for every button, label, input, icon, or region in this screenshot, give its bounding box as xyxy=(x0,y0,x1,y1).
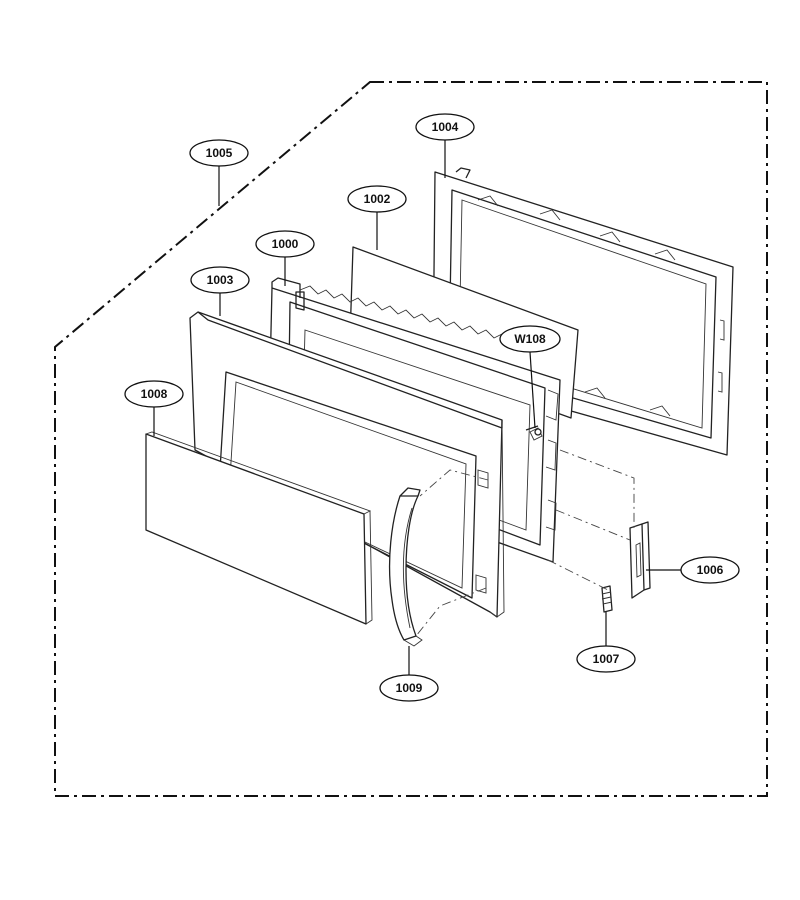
part-1008-glass-panel xyxy=(145,431,373,625)
callout-1004-label: 1004 xyxy=(432,120,459,134)
callout-1006: 1006 xyxy=(680,556,740,584)
callout-1009: 1009 xyxy=(379,674,439,702)
callout-1000-label: 1000 xyxy=(272,237,299,251)
callout-1005: 1005 xyxy=(189,139,249,167)
callout-1003: 1003 xyxy=(190,266,250,294)
callout-1006-label: 1006 xyxy=(697,563,724,577)
part-1003-door-panel xyxy=(189,311,505,618)
callout-w108-label: W108 xyxy=(514,332,546,346)
callout-1004: 1004 xyxy=(415,113,475,141)
callout-1008-label: 1008 xyxy=(141,387,168,401)
assembly-guide-lines xyxy=(415,449,635,637)
leader-lines xyxy=(153,140,682,675)
callout-1003-label: 1003 xyxy=(207,273,234,287)
callout-1007-label: 1007 xyxy=(593,652,620,666)
callout-1009-label: 1009 xyxy=(396,681,423,695)
callout-1002-label: 1002 xyxy=(364,192,391,206)
callout-1005-label: 1005 xyxy=(206,146,233,160)
part-1006-latch xyxy=(629,521,651,599)
callout-1007: 1007 xyxy=(576,645,636,673)
callout-1000: 1000 xyxy=(255,230,315,258)
part-1007-spring xyxy=(601,585,613,613)
part-w108-screw xyxy=(525,425,542,436)
callout-1008: 1008 xyxy=(124,380,184,408)
callout-w108: W108 xyxy=(499,325,561,353)
callout-1002: 1002 xyxy=(347,185,407,213)
assembly-boundary xyxy=(54,81,768,797)
part-1009-handle xyxy=(388,487,423,647)
